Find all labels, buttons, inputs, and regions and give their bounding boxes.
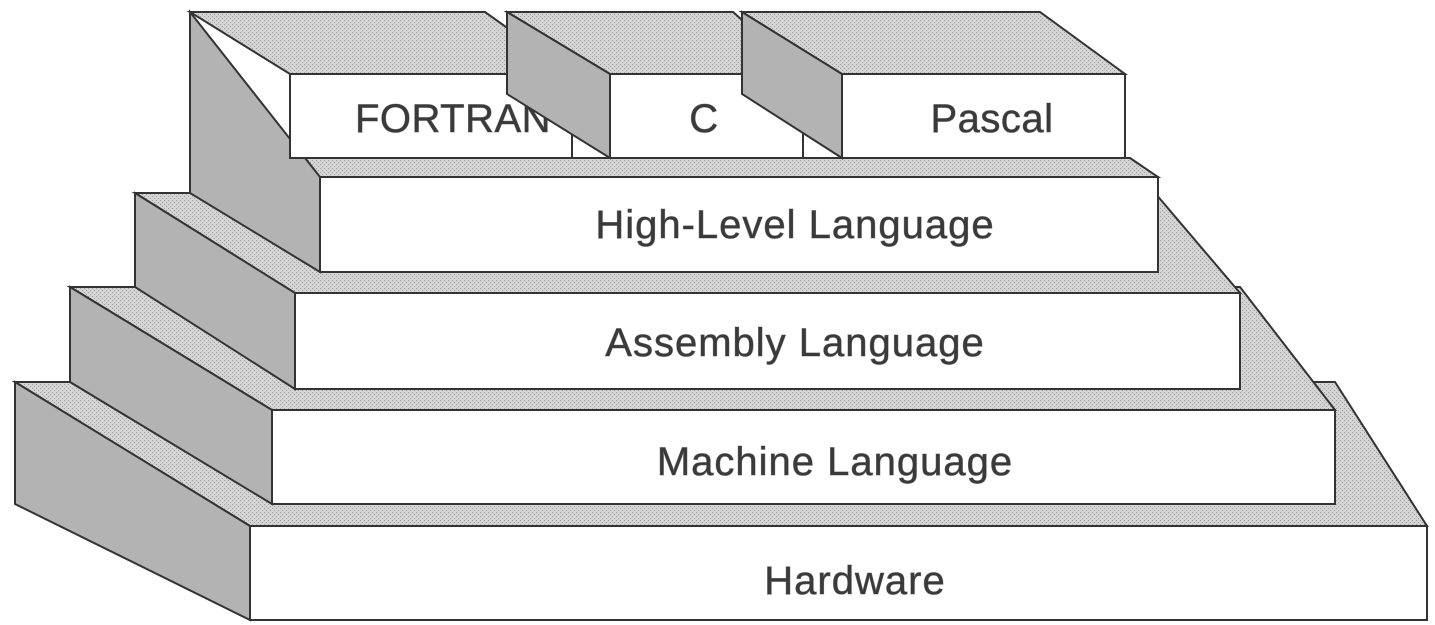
machine-language-label: Machine Language: [657, 440, 1013, 484]
c-label: C: [689, 97, 718, 141]
machine-front-face: [271, 409, 1336, 505]
assembly-language-label: Assembly Language: [605, 321, 984, 365]
assembly-front-face: [294, 292, 1241, 390]
fortran-label: FORTRAN: [355, 97, 551, 141]
pascal-front-face: [841, 73, 1126, 159]
hardware-label: Hardware: [764, 559, 945, 603]
pascal-box: Pascal: [738, 10, 1129, 160]
pascal-label: Pascal: [930, 97, 1053, 141]
high-level-language-layer: High-Level Language: [189, 9, 1162, 274]
c-box: C: [503, 10, 806, 160]
high-level-language-label: High-Level Language: [595, 203, 994, 247]
fortran-box: FORTRAN: [186, 11, 576, 159]
hardware-front-face: [249, 525, 1428, 621]
high-level-top-face: [189, 157, 1162, 178]
high-level-front-face: [319, 176, 1159, 273]
